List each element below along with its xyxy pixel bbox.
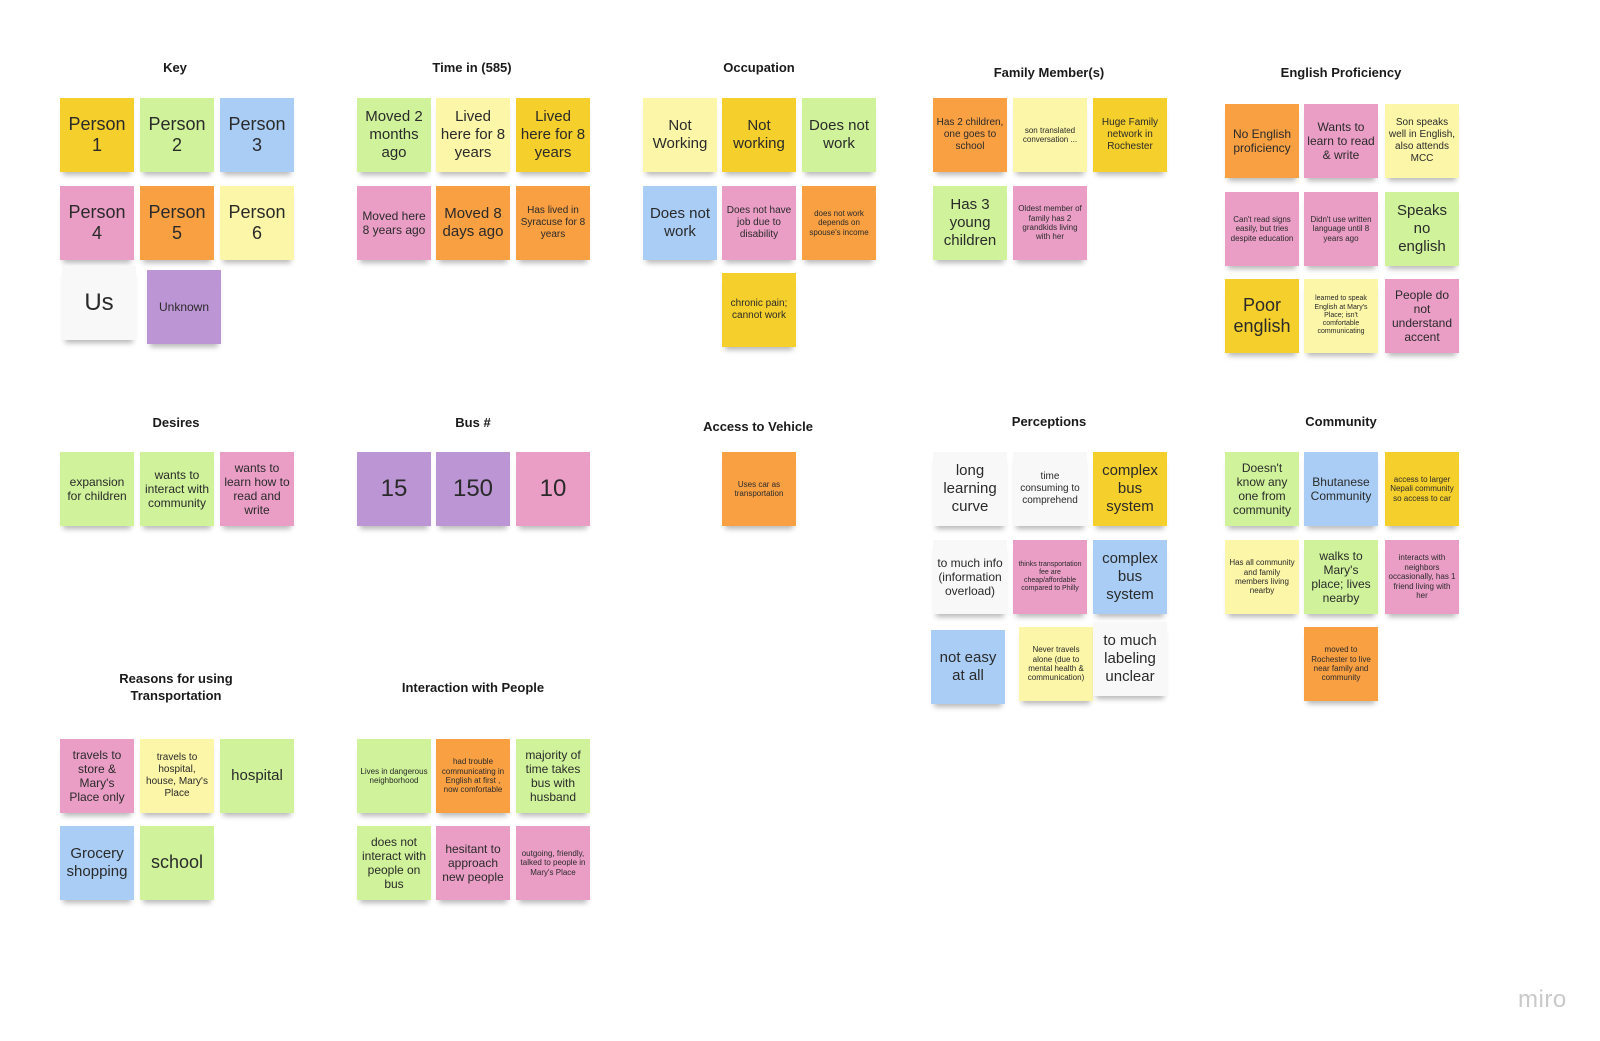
sticky-note-key[interactable]: Unknown bbox=[147, 270, 221, 344]
section-title-key: Key bbox=[163, 60, 187, 75]
sticky-note-english[interactable]: Speaks no english bbox=[1385, 192, 1459, 266]
sticky-note-key[interactable]: Person 1 bbox=[60, 98, 134, 172]
sticky-note-perceptions[interactable]: not easy at all bbox=[931, 630, 1005, 704]
sticky-note-key[interactable]: Person 2 bbox=[140, 98, 214, 172]
section-title-family: Family Member(s) bbox=[993, 65, 1105, 80]
sticky-note-community[interactable]: moved to Rochester to live near family a… bbox=[1304, 627, 1378, 701]
sticky-note-time[interactable]: Moved here 8 years ago bbox=[357, 186, 431, 260]
sticky-note-key[interactable]: Us bbox=[62, 266, 136, 340]
sticky-note-key[interactable]: Person 3 bbox=[220, 98, 294, 172]
sticky-note-reasons[interactable]: travels to store & Mary's Place only bbox=[60, 739, 134, 813]
section-title-reasons: Reasons for using Transportation bbox=[119, 671, 233, 703]
sticky-note-english[interactable]: People do not understand accent bbox=[1385, 279, 1459, 353]
sticky-note-english[interactable]: No English proficiency bbox=[1225, 104, 1299, 178]
sticky-note-bus[interactable]: 15 bbox=[357, 452, 431, 526]
sticky-note-bus[interactable]: 10 bbox=[516, 452, 590, 526]
sticky-note-occupation[interactable]: Does not work bbox=[802, 98, 876, 172]
sticky-note-reasons[interactable]: travels to hospital, house, Mary's Place bbox=[140, 739, 214, 813]
sticky-note-key[interactable]: Person 6 bbox=[220, 186, 294, 260]
section-title-english: English Proficiency bbox=[1280, 65, 1402, 80]
sticky-note-perceptions[interactable]: to much info (information overload) bbox=[933, 540, 1007, 614]
sticky-note-vehicle[interactable]: Uses car as transportation bbox=[722, 452, 796, 526]
sticky-note-reasons[interactable]: Grocery shopping bbox=[60, 826, 134, 900]
section-title-bus: Bus # bbox=[455, 415, 491, 430]
sticky-note-occupation[interactable]: Does not have job due to disability bbox=[722, 186, 796, 260]
sticky-note-time[interactable]: Moved 8 days ago bbox=[436, 186, 510, 260]
sticky-note-time[interactable]: Moved 2 months ago bbox=[357, 98, 431, 172]
sticky-note-community[interactable]: interacts with neighbors occasionally, h… bbox=[1385, 540, 1459, 614]
sticky-note-perceptions[interactable]: to much labeling unclear bbox=[1093, 622, 1167, 696]
sticky-note-reasons[interactable]: hospital bbox=[220, 739, 294, 813]
section-title-perceptions: Perceptions bbox=[1011, 414, 1087, 429]
sticky-note-occupation[interactable]: Not working bbox=[722, 98, 796, 172]
sticky-note-family[interactable]: Oldest member of family has 2 grandkids … bbox=[1013, 186, 1087, 260]
sticky-note-english[interactable]: Can't read signs easily, but tries despi… bbox=[1225, 192, 1299, 266]
sticky-note-interaction[interactable]: Lives in dangerous neighborhood bbox=[357, 739, 431, 813]
sticky-note-english[interactable]: learned to speak English at Mary's Place… bbox=[1304, 279, 1378, 353]
sticky-note-community[interactable]: Bhutanese Community bbox=[1304, 452, 1378, 526]
section-title-community: Community bbox=[1305, 414, 1377, 429]
sticky-note-interaction[interactable]: outgoing, friendly, talked to people in … bbox=[516, 826, 590, 900]
sticky-note-english[interactable]: Didn't use written language until 8 year… bbox=[1304, 192, 1378, 266]
sticky-note-community[interactable]: Doesn't know any one from community bbox=[1225, 452, 1299, 526]
sticky-note-time[interactable]: Lived here for 8 years bbox=[516, 98, 590, 172]
sticky-note-interaction[interactable]: does not interact with people on bus bbox=[357, 826, 431, 900]
sticky-note-interaction[interactable]: had trouble communicating in English at … bbox=[436, 739, 510, 813]
sticky-note-english[interactable]: Wants to learn to read & write bbox=[1304, 104, 1378, 178]
section-title-vehicle: Access to Vehicle bbox=[703, 419, 813, 434]
section-title-time: Time in (585) bbox=[432, 60, 512, 75]
sticky-note-key[interactable]: Person 4 bbox=[60, 186, 134, 260]
sticky-note-english[interactable]: Son speaks well in English, also attends… bbox=[1385, 104, 1459, 178]
sticky-note-key[interactable]: Person 5 bbox=[140, 186, 214, 260]
sticky-note-family[interactable]: Has 2 children, one goes to school bbox=[933, 98, 1007, 172]
sticky-note-perceptions[interactable]: complex bus system bbox=[1093, 452, 1167, 526]
miro-logo: miro bbox=[1518, 986, 1567, 1013]
section-title-desires: Desires bbox=[152, 415, 200, 430]
sticky-note-desires[interactable]: wants to interact with community bbox=[140, 452, 214, 526]
sticky-note-occupation[interactable]: chronic pain; cannot work bbox=[722, 273, 796, 347]
sticky-note-bus[interactable]: 150 bbox=[436, 452, 510, 526]
sticky-note-perceptions[interactable]: complex bus system bbox=[1093, 540, 1167, 614]
sticky-note-community[interactable]: walks to Mary's place; lives nearby bbox=[1304, 540, 1378, 614]
sticky-note-time[interactable]: Lived here for 8 years bbox=[436, 98, 510, 172]
sticky-note-occupation[interactable]: does not work depends on spouse's income bbox=[802, 186, 876, 260]
sticky-note-family[interactable]: Has 3 young children bbox=[933, 186, 1007, 260]
sticky-note-occupation[interactable]: Does not work bbox=[643, 186, 717, 260]
sticky-note-english[interactable]: Poor english bbox=[1225, 279, 1299, 353]
sticky-note-perceptions[interactable]: Never travels alone (due to mental healt… bbox=[1019, 627, 1093, 701]
sticky-note-perceptions[interactable]: long learning curve bbox=[933, 452, 1007, 526]
sticky-note-perceptions[interactable]: thinks transportation fee are cheap/affo… bbox=[1013, 540, 1087, 614]
sticky-note-community[interactable]: Has all community and family members liv… bbox=[1225, 540, 1299, 614]
sticky-note-family[interactable]: son translated conversation ... bbox=[1013, 98, 1087, 172]
sticky-note-family[interactable]: Huge Family network in Rochester bbox=[1093, 98, 1167, 172]
sticky-note-community[interactable]: access to larger Nepali community so acc… bbox=[1385, 452, 1459, 526]
section-title-occupation: Occupation bbox=[723, 60, 795, 75]
sticky-note-desires[interactable]: expansion for children bbox=[60, 452, 134, 526]
sticky-note-interaction[interactable]: hesitant to approach new people bbox=[436, 826, 510, 900]
sticky-note-desires[interactable]: wants to learn how to read and write bbox=[220, 452, 294, 526]
section-title-interaction: Interaction with People bbox=[401, 680, 545, 695]
sticky-note-interaction[interactable]: majority of time takes bus with husband bbox=[516, 739, 590, 813]
sticky-note-time[interactable]: Has lived in Syracuse for 8 years bbox=[516, 186, 590, 260]
sticky-note-reasons[interactable]: school bbox=[140, 826, 214, 900]
sticky-note-occupation[interactable]: Not Working bbox=[643, 98, 717, 172]
sticky-note-perceptions[interactable]: time consuming to comprehend bbox=[1013, 452, 1087, 526]
